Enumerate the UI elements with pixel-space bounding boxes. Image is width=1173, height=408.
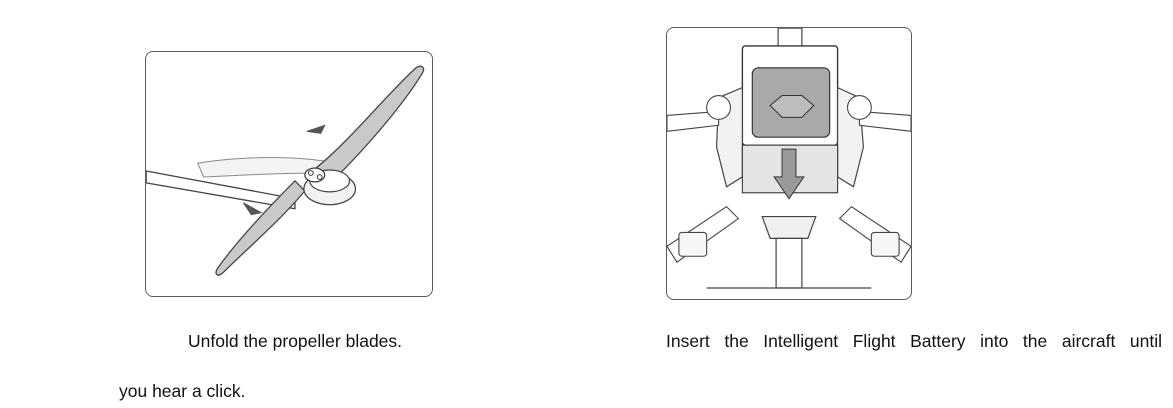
battery-emblem — [769, 95, 815, 118]
gimbal-mount — [761, 215, 817, 239]
motor-upper-right — [846, 95, 872, 120]
propeller-unfold-illustration — [145, 51, 433, 297]
hub-screw-2 — [316, 174, 323, 180]
arm-upper-right — [858, 110, 911, 132]
upper-blade — [313, 65, 425, 180]
battery-caption-line-1: Insert the Intelligent Flight Battery in… — [666, 331, 1162, 351]
motor-lower-left — [678, 231, 708, 257]
insert-arrow-icon — [773, 148, 805, 200]
propeller-drawing — [146, 65, 425, 276]
rotate-arrow-up-icon — [306, 124, 326, 134]
arm-upper-left — [667, 110, 720, 132]
battery-insert-illustration — [666, 27, 912, 300]
propeller-caption: Unfold the propeller blades. — [188, 331, 403, 351]
aircraft-arm — [146, 170, 296, 210]
battery-caption-line-2: you hear a click. — [119, 381, 246, 401]
lower-blade — [215, 180, 306, 276]
motor-upper-left — [706, 95, 732, 120]
landing-column — [775, 237, 803, 289]
hub-screw-1 — [307, 170, 314, 176]
motor-lower-right — [870, 231, 900, 257]
rotate-arrow-down-icon — [242, 202, 263, 216]
battery-drawing — [667, 28, 911, 289]
